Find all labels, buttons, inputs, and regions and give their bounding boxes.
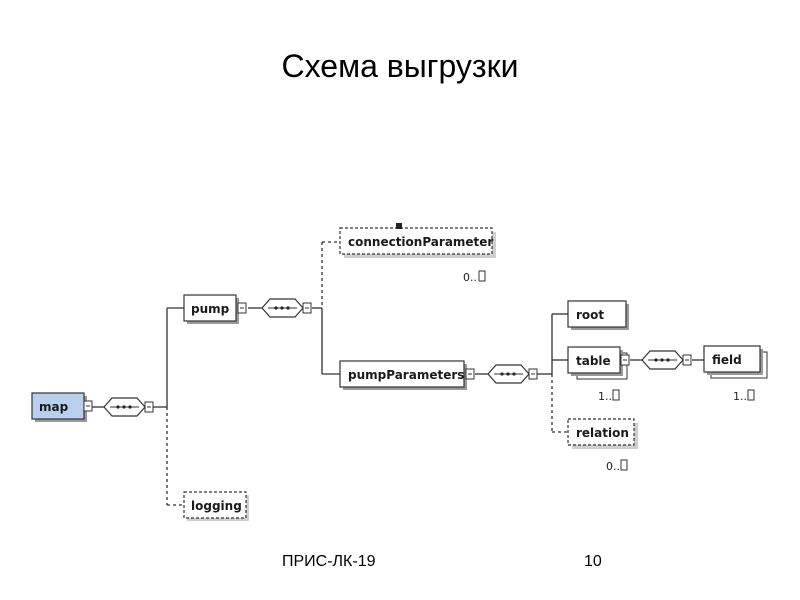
element-relation[interactable]: relation	[567, 418, 638, 449]
element-pump-parameters-label: pumpParameters	[348, 368, 464, 382]
sequence-compositor-icon	[641, 350, 692, 370]
element-connection-parameter[interactable]: connectionParameter	[339, 223, 496, 258]
connector-lines	[92, 241, 704, 506]
svg-text:0..: 0..	[606, 460, 620, 473]
element-field-label: field	[712, 353, 742, 367]
svg-text:1..: 1..	[598, 390, 612, 403]
svg-text:0..: 0..	[463, 271, 477, 284]
element-map-label: map	[39, 400, 69, 414]
element-root[interactable]: root	[567, 300, 629, 330]
element-field[interactable]: field	[703, 345, 768, 379]
sequence-compositor-icon	[261, 298, 312, 318]
element-map[interactable]: map	[31, 392, 93, 422]
cardinality-relation: 0..	[606, 459, 628, 473]
slide-title: Схема выгрузки	[281, 48, 519, 84]
element-pump[interactable]: pump	[183, 294, 247, 324]
element-connection-parameter-label: connectionParameter	[348, 235, 493, 249]
cardinality-connection-parameter: 0..	[463, 270, 486, 284]
element-table-label: table	[576, 354, 611, 368]
cardinality-table: 1..	[598, 389, 620, 403]
cardinality-field: 1..	[733, 389, 755, 403]
element-logging-label: logging	[191, 499, 242, 513]
sequence-compositor-icon	[487, 364, 538, 384]
element-pump-label: pump	[191, 302, 230, 316]
element-root-label: root	[576, 308, 604, 322]
sequence-compositor-icon	[103, 397, 154, 417]
element-relation-label: relation	[576, 426, 629, 440]
svg-text:1..: 1..	[733, 390, 747, 403]
page-number: 10	[584, 553, 602, 570]
element-pump-parameters[interactable]: pumpParameters	[339, 360, 475, 390]
element-logging[interactable]: logging	[183, 491, 249, 521]
element-table[interactable]: table	[567, 346, 630, 380]
footer-course-code: ПРИС-ЛК-19	[282, 553, 376, 570]
